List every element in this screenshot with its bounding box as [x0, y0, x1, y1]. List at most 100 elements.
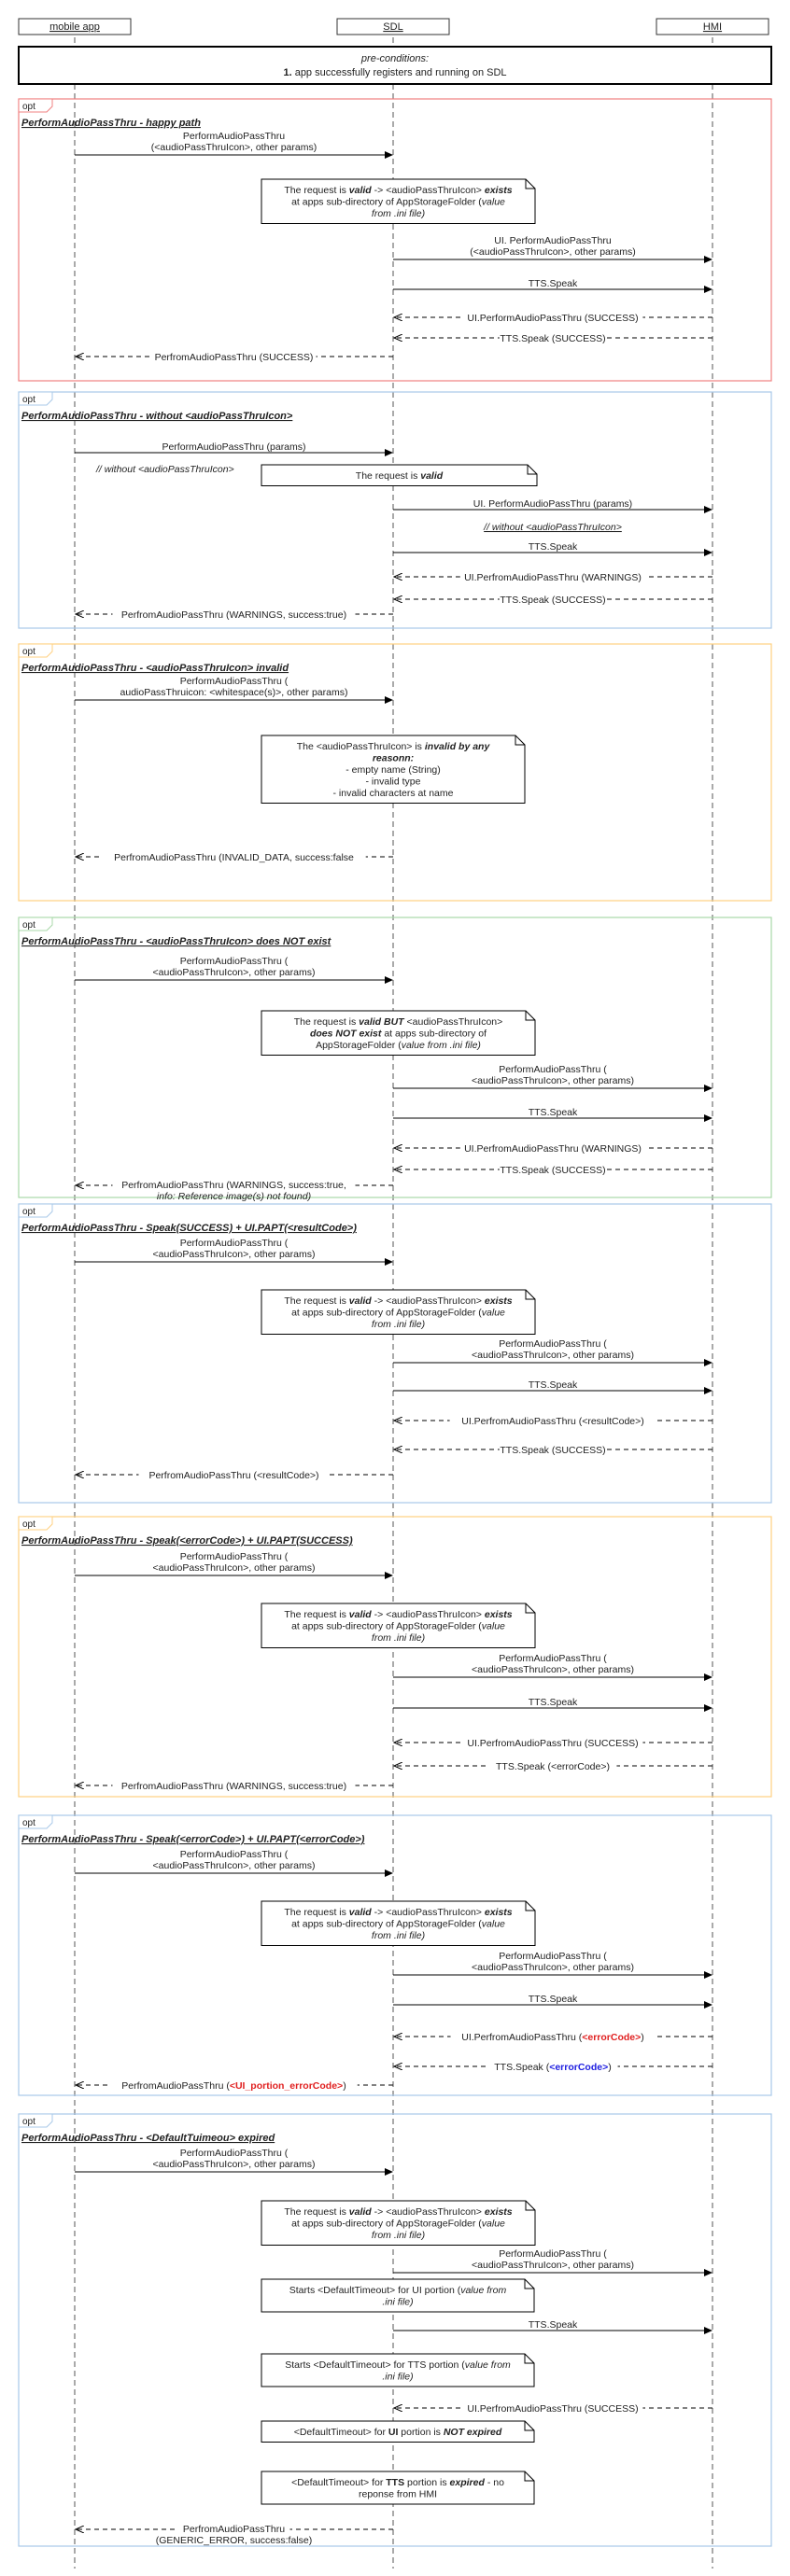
opt-tag [18, 391, 53, 406]
message-label: TTS.Speak (SUCCESS) [500, 1165, 605, 1176]
note-fold [525, 1290, 535, 1300]
opt-label: opt [22, 102, 35, 112]
opt-frame-border [18, 1203, 772, 1504]
opt-label: opt [22, 2117, 35, 2127]
opt-label: opt [22, 1519, 35, 1530]
message-label: UI. PerformAudioPassThru [494, 235, 612, 246]
message-label: <audioPassThruIcon>, other params) [153, 1860, 316, 1871]
opt-title: PerformAudioPassThru - happy path [21, 118, 201, 129]
note-line: The request is valid BUT <audioPassThruI… [294, 1016, 503, 1028]
label-bg [459, 571, 646, 582]
note-line: from .ini file) [372, 1930, 425, 1941]
label-bg [499, 594, 607, 605]
message-label: (GENERIC_ERROR, success:false) [156, 2535, 312, 2546]
message-label: UI.PerfromAudioPassThru (WARNINGS) [464, 1143, 642, 1155]
message-label: TTS.Speak [529, 1107, 578, 1118]
note-fold [524, 2421, 534, 2431]
participant-hmi: HMI [656, 18, 769, 35]
message-label: <audioPassThruIcon>, other params) [153, 1249, 316, 1260]
note-box [261, 2200, 536, 2246]
label-bg [499, 332, 607, 343]
preconditions-box: pre-conditions: 1. app successfully regi… [18, 46, 772, 85]
message-label: PerfromAudioPassThru (WARNINGS, success:… [121, 1781, 346, 1792]
message-label: PerformAudioPassThru ( [499, 1338, 607, 1350]
message-label: TTS.Speak [529, 1994, 578, 2005]
note-line: reponse from HMI [359, 2489, 437, 2500]
note-box [261, 735, 526, 804]
message-label: PerformAudioPassThru (params) [162, 441, 305, 453]
message-label: PerformAudioPassThru ( [499, 1064, 607, 1075]
note-fold [525, 2201, 535, 2211]
opt-tag [18, 643, 53, 658]
message-comment: // without <audioPassThruIcon> [483, 522, 622, 533]
message-label: PerfromAudioPassThru (SUCCESS) [155, 352, 314, 363]
label-bg [151, 351, 317, 362]
note-box [261, 2471, 535, 2505]
note-line: The request is valid -> <audioPassThruIc… [284, 1295, 512, 1307]
participant-sdl-label: SDL [383, 21, 402, 33]
message-label: <audioPassThruIcon>, other params) [472, 2260, 634, 2271]
note-line: at apps sub-directory of AppStorageFolde… [291, 1919, 505, 1930]
message-label: PerfromAudioPassThru (<resultCode>) [148, 1470, 318, 1481]
note-line: .ini file) [382, 2372, 413, 2383]
note-line: - invalid type [366, 777, 421, 788]
opt-title: PerformAudioPassThru - <DefaultTuimeou> … [21, 2133, 275, 2144]
note-line: <DefaultTimeout> for UI portion is NOT e… [294, 2427, 502, 2438]
opt-frame-border [18, 98, 772, 382]
message-label: TTS.Speak [529, 1379, 578, 1391]
message-label: UI.PerfromAudioPassThru (<resultCode>) [461, 1416, 644, 1427]
message-label: <audioPassThruIcon>, other params) [472, 1350, 634, 1361]
note-fold [525, 1901, 535, 1911]
label-bg [177, 2523, 290, 2534]
note-line: The <audioPassThruIcon> is invalid by an… [297, 741, 491, 752]
opt-title: PerformAudioPassThru - Speak(<errorCode>… [21, 1834, 365, 1845]
message-label: TTS.Speak [529, 541, 578, 553]
label-bg [462, 2402, 643, 2414]
opt-tag [18, 1203, 53, 1218]
label-bg [499, 1444, 607, 1455]
note-comment: // without <audioPassThruIcon> [95, 464, 234, 475]
note-line: - empty name (String) [346, 764, 441, 776]
opt-label: opt [22, 647, 35, 657]
note-line: The request is valid -> <audioPassThruIc… [284, 1609, 512, 1620]
opt-tag [18, 1516, 53, 1531]
label-bg [459, 1142, 646, 1154]
opt-tag [18, 2113, 53, 2128]
note-line: The request is valid [356, 470, 444, 482]
note-line: <DefaultTimeout> for TTS portion is expi… [291, 2477, 504, 2488]
message-label: UI.PerfromAudioPassThru (SUCCESS) [467, 1738, 638, 1749]
label-bg [499, 1164, 607, 1175]
message-label: <audioPassThruIcon>, other params) [472, 1664, 634, 1675]
note-line: AppStorageFolder (value from .ini file) [316, 1040, 481, 1051]
note-box [261, 2420, 535, 2443]
opt-frame-border [18, 643, 772, 902]
opt-title: PerformAudioPassThru - without <audioPas… [21, 411, 293, 422]
opt-tag [18, 98, 53, 113]
message-label: TTS.Speak (SUCCESS) [500, 595, 605, 606]
label-bg [449, 1415, 656, 1426]
note-line: at apps sub-directory of AppStorageFolde… [291, 1621, 505, 1632]
preconditions-title: pre-conditions: [360, 53, 429, 64]
note-box [261, 2353, 535, 2387]
note-box [261, 2278, 535, 2313]
message-label: PerformAudioPassThru ( [180, 956, 289, 967]
opt-title: PerformAudioPassThru - Speak(SUCCESS) + … [21, 1223, 357, 1234]
note-line: from .ini file) [372, 1319, 425, 1330]
note-line: from .ini file) [372, 1632, 425, 1644]
message-label: PerformAudioPassThru ( [180, 1849, 289, 1860]
note-fold [525, 1011, 535, 1021]
label-bg [112, 609, 356, 620]
opt-frame-border [18, 2113, 772, 2547]
opt-frame-border [18, 917, 772, 1198]
participant-sdl: SDL [336, 18, 450, 35]
opt-label: opt [22, 395, 35, 405]
